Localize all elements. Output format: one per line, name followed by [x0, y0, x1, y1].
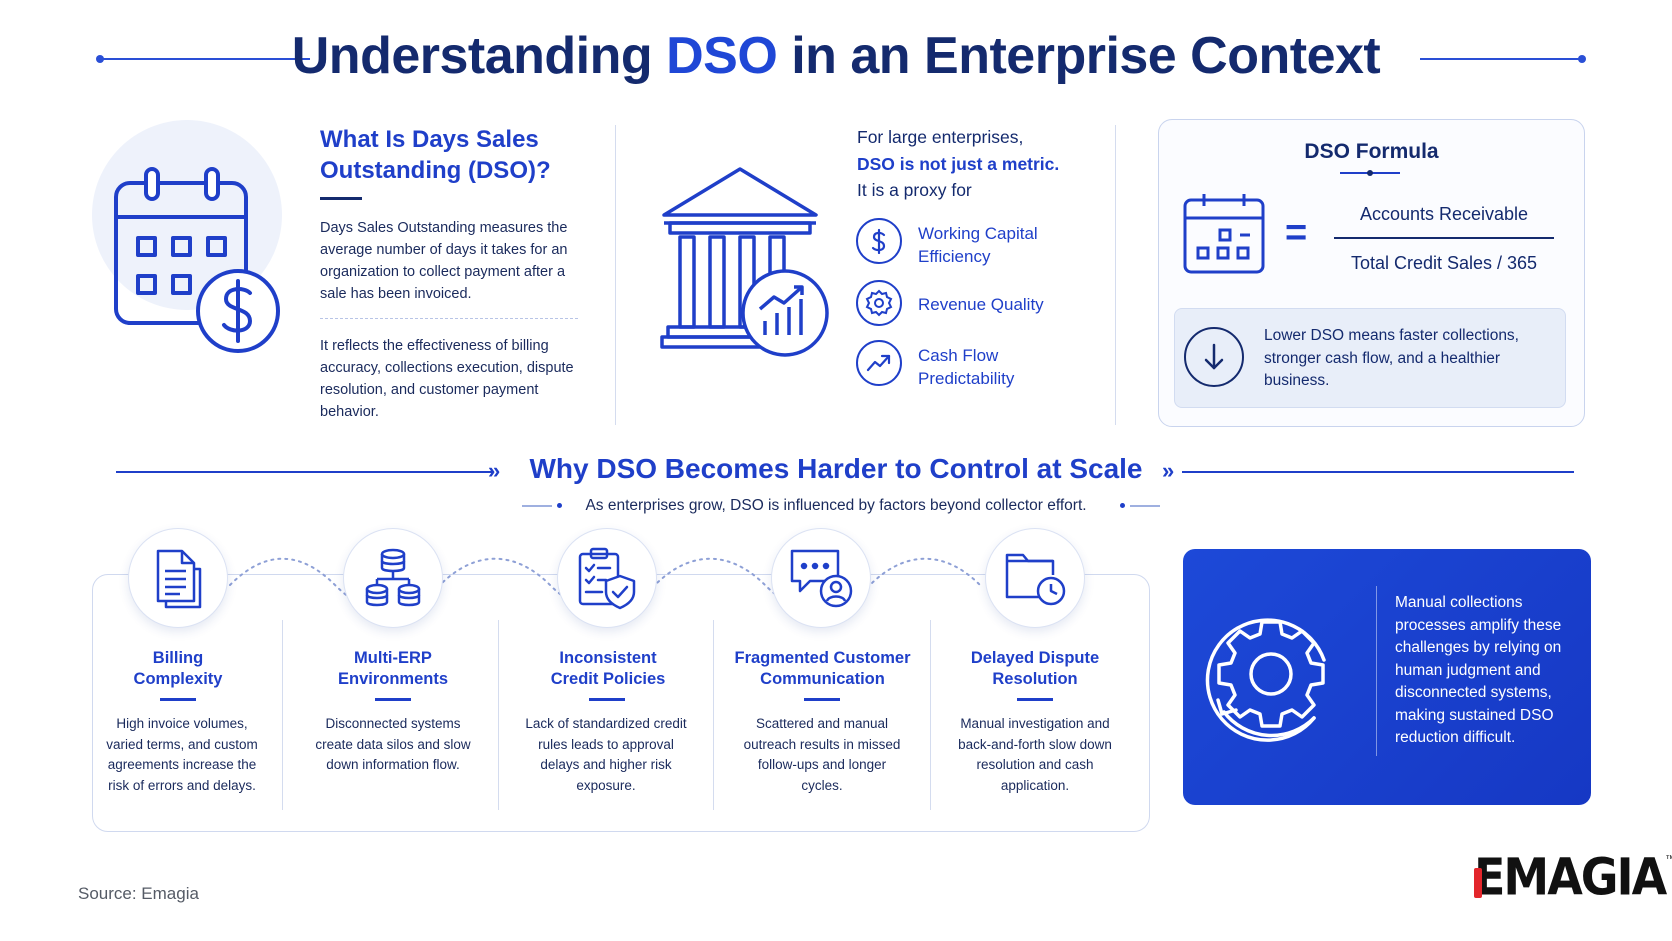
title-left-line	[100, 58, 310, 60]
factor-title-dispute: Delayed Dispute Resolution	[970, 649, 1100, 688]
what-is-dso-definition: Days Sales Outstanding measures the aver…	[320, 220, 568, 302]
manual-collections-text: Manual collections processes amplify the…	[1395, 594, 1562, 746]
emagia-logo-tm: ™	[1665, 854, 1672, 865]
folder-clock-icon	[985, 528, 1085, 628]
dollar-icon	[856, 218, 902, 264]
emagia-logo: EMAGIA ™	[1474, 847, 1672, 907]
formula-fraction-bar	[1334, 237, 1554, 239]
emagia-logo-red-mark	[1474, 868, 1482, 898]
award-badge-icon	[856, 280, 902, 326]
factor-divider-1	[282, 620, 283, 810]
factor-body-dispute: Manual investigation and back-and-forth …	[958, 716, 1112, 793]
factor-body-multi-erp: Disconnected systems create data silos a…	[315, 716, 471, 772]
formula-numerator: Accounts Receivable	[1359, 204, 1529, 224]
document-stack-icon	[128, 528, 228, 628]
factor-rule-dispute	[1017, 698, 1053, 701]
factor-rule-multi-erp	[375, 698, 411, 701]
section-divider-1	[615, 125, 616, 425]
factor-body-communication: Scattered and manual outreach results in…	[743, 716, 901, 793]
what-is-dso-effectiveness: It reflects the effectiveness of billing…	[320, 338, 574, 420]
subheading-left-rule	[522, 505, 552, 507]
proxy-intro: For large enterprises, DSO is not just a…	[857, 124, 1059, 204]
scale-left-chevrons-icon: »	[488, 458, 501, 483]
trend-up-icon	[856, 340, 902, 386]
factor-rule-credit-policies	[589, 698, 625, 701]
scale-heading: Why DSO Becomes Harder to Control at Sca…	[529, 453, 1143, 484]
formula-note-text: Lower DSO means faster collections, stro…	[1264, 327, 1519, 389]
factor-title-communication: Fragmented Customer Communication	[734, 649, 911, 688]
title-right-line	[1420, 58, 1580, 60]
scale-right-line	[1182, 471, 1574, 473]
database-network-icon	[343, 528, 443, 628]
calendar-dollar-icon	[114, 167, 280, 353]
proxy-item-cash-flow: Cash Flow Predictability	[918, 346, 1015, 388]
emagia-logo-text: EMAGIA	[1474, 847, 1667, 907]
formula-calendar-icon	[1183, 194, 1265, 274]
formula-denominator: Total Credit Sales / 365	[1350, 253, 1538, 273]
factor-title-credit-policies: Inconsistent Credit Policies	[550, 649, 666, 688]
proxy-intro-line1: For large enterprises,	[857, 127, 1024, 147]
bank-building-icon	[660, 167, 829, 357]
gear-refresh-icon	[1205, 618, 1326, 742]
checklist-shield-icon	[557, 528, 657, 628]
factor-divider-2	[498, 620, 499, 810]
formula-heading-dot	[1367, 170, 1373, 176]
scale-right-chevrons-icon: »	[1162, 458, 1175, 483]
factor-title-billing: Billing Complexity	[133, 649, 223, 688]
formula-heading: DSO Formula	[1304, 140, 1439, 163]
factor-rule-billing	[160, 698, 196, 701]
proxy-item-revenue-quality: Revenue Quality	[918, 295, 1044, 314]
chat-user-icon	[771, 528, 871, 628]
what-is-dso-heading: What Is Days Sales Outstanding (DSO)?	[320, 126, 551, 184]
heading-underline	[320, 197, 362, 200]
proxy-item-working-capital: Working Capital Efficiency	[918, 224, 1038, 266]
factor-body-billing: High invoice volumes, varied terms, and …	[106, 716, 258, 793]
factor-body-credit-policies: Lack of standardized credit rules leads …	[525, 716, 687, 793]
factor-divider-4	[930, 620, 931, 810]
section-divider-2	[1115, 125, 1116, 425]
dashed-divider	[320, 318, 578, 319]
blue-card-divider	[1376, 586, 1377, 756]
source-credit: Source: Emagia	[78, 884, 199, 903]
scale-left-line	[116, 471, 494, 473]
subheading-left-dot	[557, 503, 562, 508]
title-right-dot	[1578, 55, 1586, 63]
page-title: Understanding DSO in an Enterprise Conte…	[291, 27, 1381, 85]
factor-title-multi-erp: Multi-ERP Environments	[337, 649, 449, 688]
factor-divider-3	[713, 620, 714, 810]
scale-subheading: As enterprises grow, DSO is influenced b…	[585, 497, 1087, 514]
arrow-down-circle-icon	[1184, 327, 1244, 387]
subheading-right-rule	[1130, 505, 1160, 507]
proxy-intro-line2: DSO is not just a metric.	[857, 153, 1060, 174]
formula-equals-sign: =	[1285, 212, 1308, 254]
subheading-right-dot	[1120, 503, 1125, 508]
proxy-intro-line3: It is a proxy for	[857, 180, 972, 200]
factor-rule-communication	[804, 698, 840, 701]
